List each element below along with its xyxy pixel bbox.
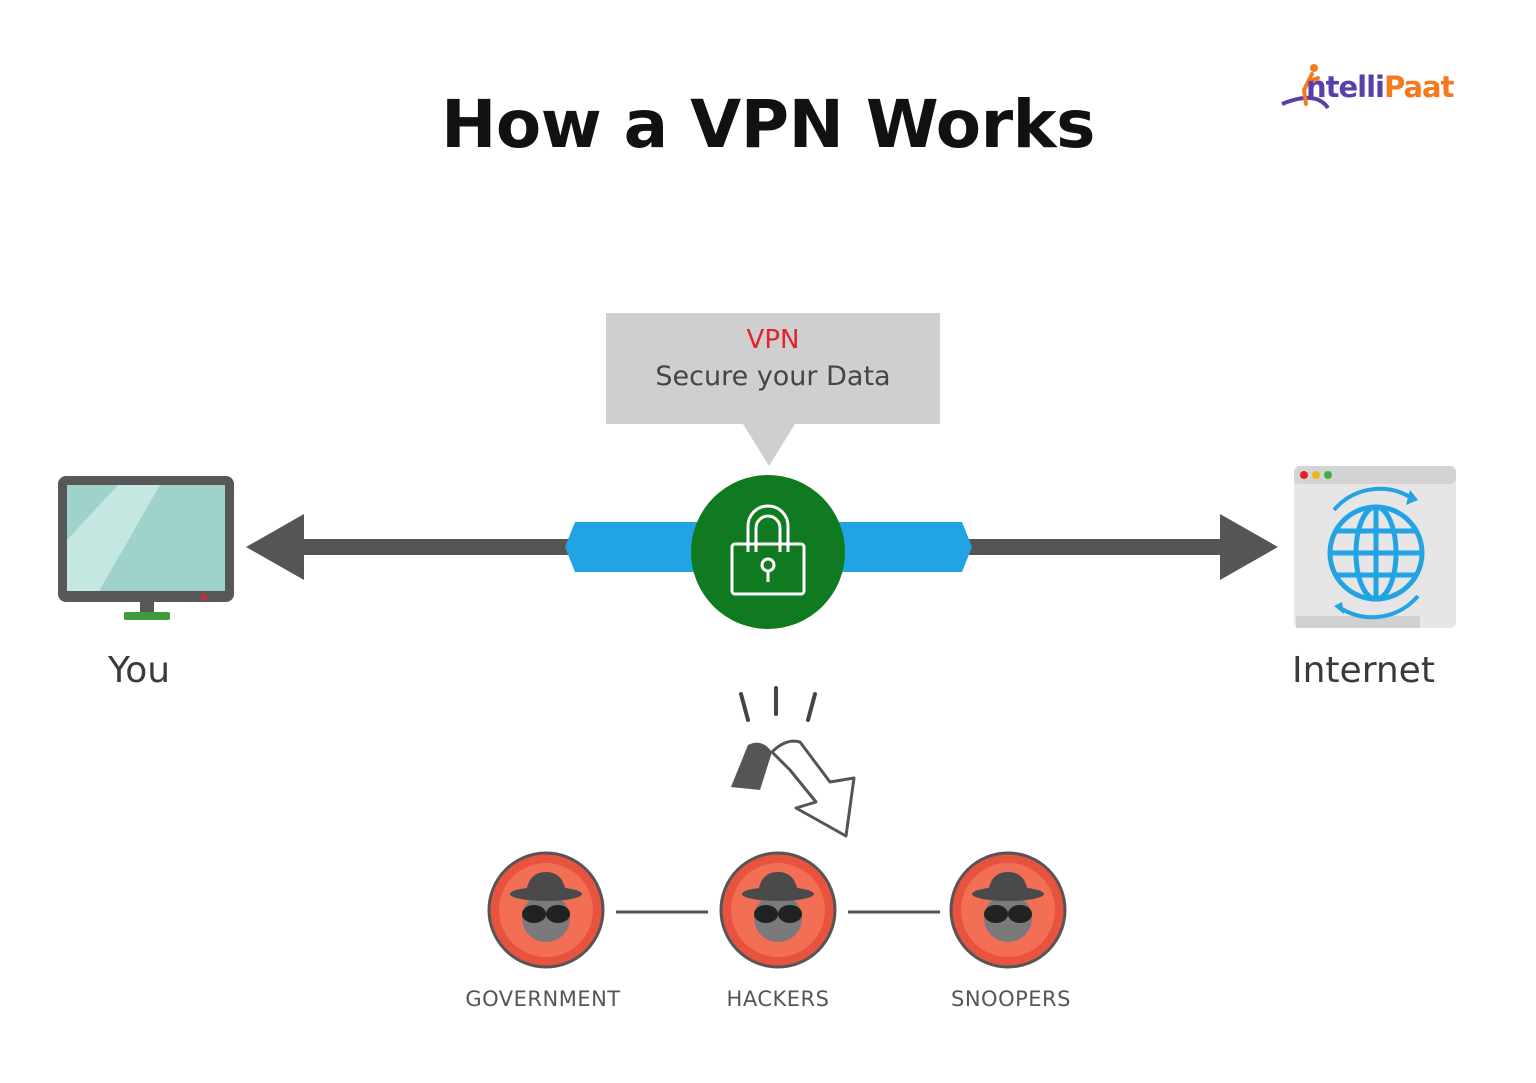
logo-wordmark: ntelliPaat <box>1306 70 1454 104</box>
globe-browser-icon <box>1294 466 1456 628</box>
page-title: How a VPN Works <box>441 86 1095 163</box>
threat-label-snoopers: SNOOPERS <box>951 987 1071 1011</box>
label-you: You <box>108 650 171 691</box>
intellipaat-logo <box>1281 64 1330 110</box>
threat-label-government: GOVERNMENT <box>465 987 621 1011</box>
vpn-heading: VPN <box>746 325 800 355</box>
logo-part1: ntelli <box>1306 70 1385 104</box>
spy-icon <box>487 851 605 969</box>
left-arrow <box>246 514 578 580</box>
alert-marks <box>739 686 817 722</box>
vpn-subtext: Secure your Data <box>655 361 891 392</box>
logo-part2: Paat <box>1384 70 1454 104</box>
threat-label-hackers: HACKERS <box>726 987 830 1011</box>
monitor-icon <box>58 476 234 620</box>
callout-tail <box>743 424 795 466</box>
right-arrow <box>958 514 1278 580</box>
spy-icon <box>949 851 1067 969</box>
spy-icon <box>719 851 837 969</box>
label-internet: Internet <box>1292 650 1435 691</box>
padlock-icon <box>691 475 845 629</box>
blocked-arrow-icon <box>731 739 856 838</box>
vpn-callout: VPN Secure your Data <box>606 313 940 424</box>
